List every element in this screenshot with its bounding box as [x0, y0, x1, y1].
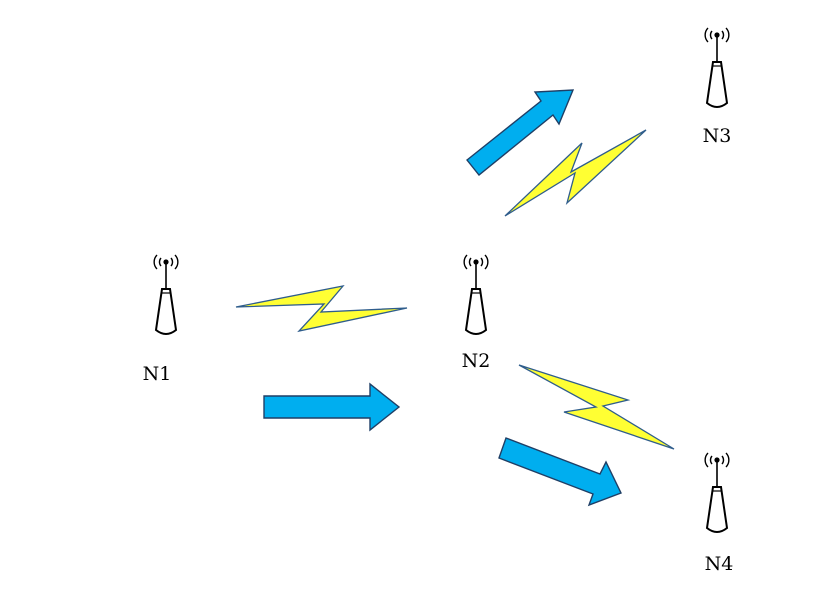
- node-label-n4: N4: [705, 553, 734, 575]
- lightning-bolt-icon: [518, 364, 675, 450]
- node-n3: N3: [703, 27, 732, 147]
- arrow-icon: [466, 89, 575, 176]
- node-label-n3: N3: [703, 125, 732, 147]
- node-n1: N1: [143, 254, 179, 385]
- arrow-icon: [498, 437, 622, 507]
- antenna-icon: [704, 452, 730, 533]
- node-n2: N2: [462, 254, 491, 372]
- node-label-n1: N1: [143, 363, 172, 385]
- lightning-bolt-icon: [235, 285, 408, 333]
- arrow-icon: [263, 382, 401, 432]
- lightning-bolt-icon: [504, 129, 647, 217]
- antenna-icon: [463, 254, 489, 335]
- node-label-n2: N2: [462, 350, 491, 372]
- node-n4: N4: [704, 452, 734, 575]
- antenna-icon: [704, 27, 730, 108]
- antenna-icon: [153, 254, 179, 335]
